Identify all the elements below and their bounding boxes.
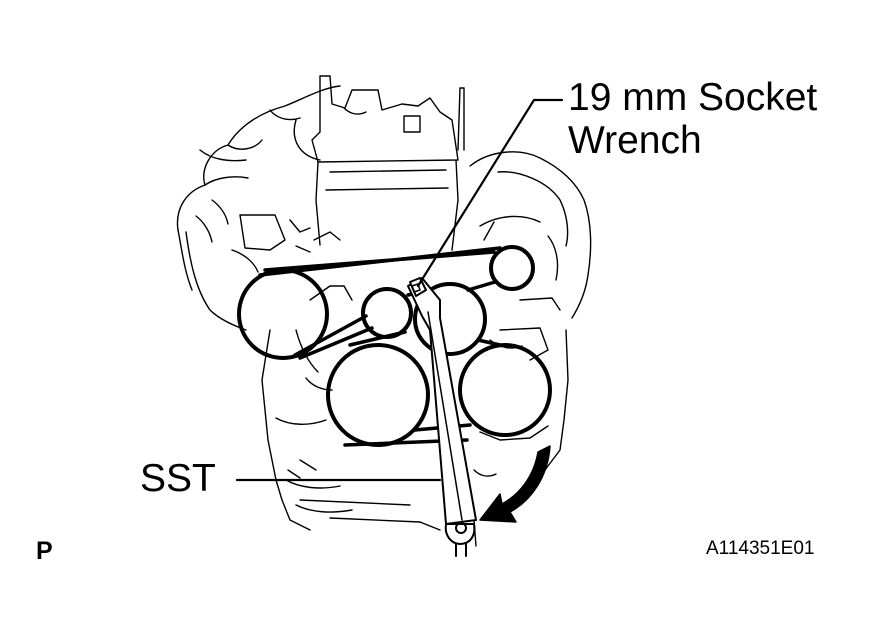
- view-marker: P: [36, 537, 53, 565]
- sst-tool: [407, 277, 477, 557]
- tensioner-pulley: [413, 282, 487, 356]
- sst-label: SST: [140, 457, 216, 500]
- sst-handle-end: [444, 523, 476, 545]
- curved-arrow-clockwise-icon: [479, 445, 551, 523]
- crankshaft-pulley: [326, 343, 430, 447]
- pulleys: [237, 245, 552, 447]
- socket-wrench-label-line2: Wrench: [568, 119, 702, 162]
- right-lower-pulley: [458, 343, 552, 437]
- drive-belt: [258, 246, 502, 447]
- socket-wrench-leader: [416, 98, 564, 288]
- socket-wrench-label-line1: 19 mm Socket: [568, 76, 818, 119]
- figure-code: A114351E01: [706, 538, 815, 559]
- socket-wrench-label: 19 mm Socket Wrench: [568, 76, 817, 162]
- upper-right-pulley: [489, 245, 535, 291]
- engine-outline: [176, 75, 592, 547]
